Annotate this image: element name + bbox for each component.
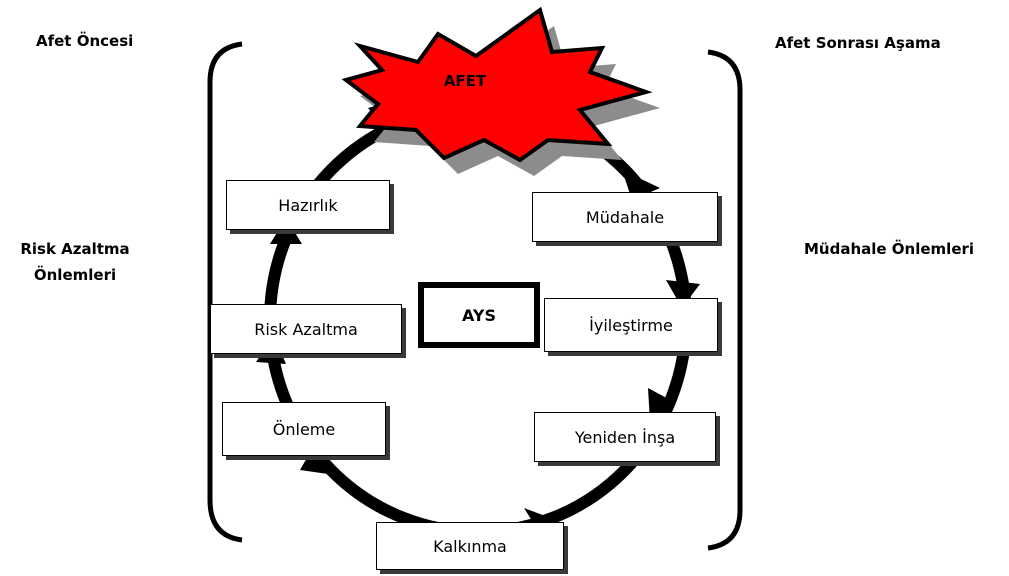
left-bracket bbox=[207, 41, 243, 543]
stage-risk-azaltma-label: Risk Azaltma bbox=[254, 319, 358, 339]
stage-iyilestirme-label: İyileştirme bbox=[589, 315, 673, 335]
label-afet-oncesi: Afet Öncesi bbox=[36, 32, 134, 50]
stage-onleme: Önleme bbox=[222, 402, 386, 456]
label-risk-azaltma-line2: Önlemleri bbox=[33, 266, 117, 284]
stage-hazirlik: Hazırlık bbox=[226, 180, 390, 230]
arrow-to-onleme bbox=[300, 442, 328, 474]
arrow-to-hazirlik bbox=[270, 218, 302, 244]
afet-label: AFET bbox=[443, 72, 487, 90]
stage-iyilestirme: İyileştirme bbox=[544, 298, 718, 352]
stage-kalkinma-label: Kalkınma bbox=[433, 536, 507, 556]
label-risk-azaltma-onlemleri: Risk Azaltma Önlemleri bbox=[10, 236, 140, 288]
stage-kalkinma: Kalkınma bbox=[376, 522, 564, 570]
label-afet-sonrasi: Afet Sonrası Aşama bbox=[775, 34, 941, 52]
center-ays-box: AYS bbox=[418, 282, 540, 348]
stage-mudahale: Müdahale bbox=[532, 192, 718, 242]
label-mudahale-onlemleri: Müdahale Önlemleri bbox=[804, 240, 975, 258]
center-ays-label: AYS bbox=[462, 305, 496, 325]
stage-yeniden-insa: Yeniden İnşa bbox=[534, 412, 716, 462]
stage-hazirlik-label: Hazırlık bbox=[278, 195, 338, 215]
stage-onleme-label: Önleme bbox=[272, 419, 336, 439]
arrow-to-iyilestirme bbox=[666, 280, 700, 308]
afet-burst bbox=[341, 6, 653, 163]
right-bracket bbox=[707, 49, 743, 551]
label-risk-azaltma-line1: Risk Azaltma bbox=[20, 240, 130, 258]
stage-yeniden-insa-label: Yeniden İnşa bbox=[574, 427, 676, 447]
stage-risk-azaltma: Risk Azaltma bbox=[210, 304, 402, 354]
stage-mudahale-label: Müdahale bbox=[585, 207, 665, 227]
